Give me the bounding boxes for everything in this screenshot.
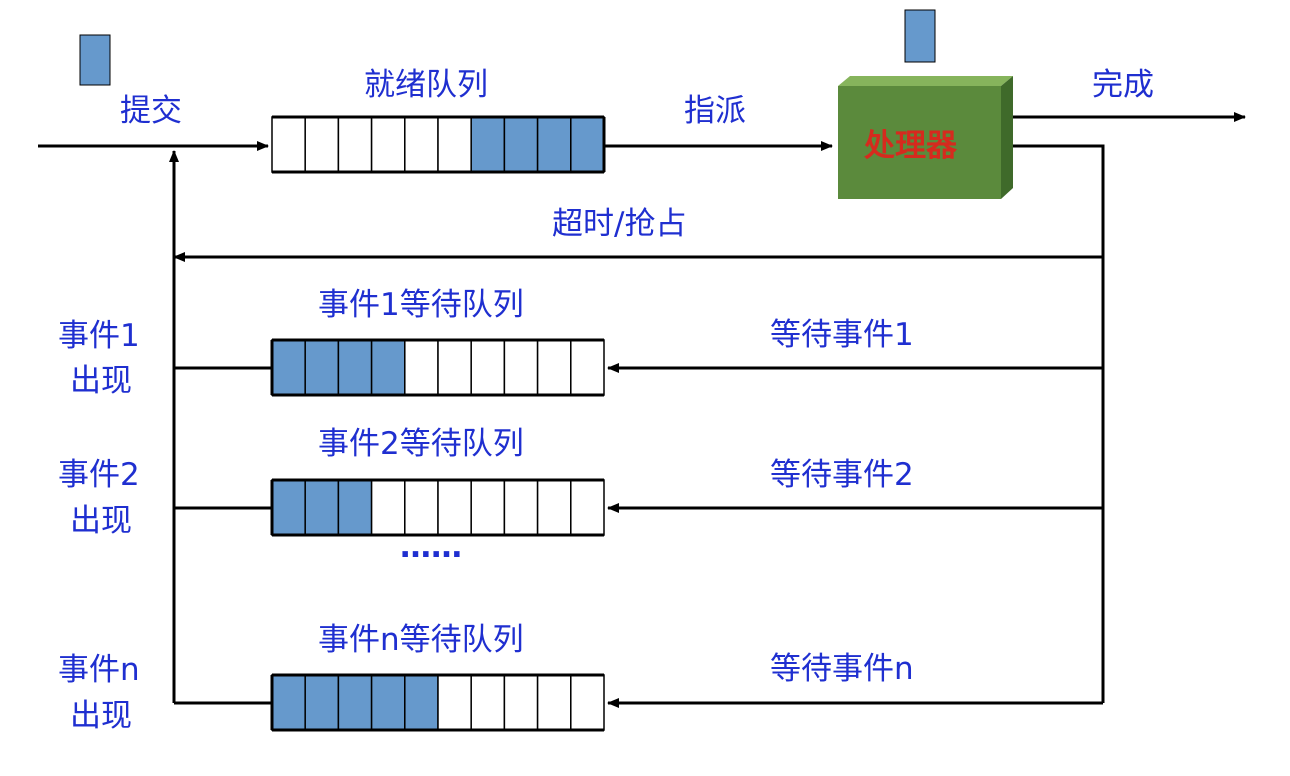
processor-front-face (838, 86, 1001, 199)
event-2-wait-queue-cell-filled (304, 479, 340, 536)
processor-label: 处理器 (864, 128, 957, 164)
event-n-wait-queue (270, 673, 605, 732)
wait-event-2-label: 等待事件2 (770, 457, 914, 493)
ready-queue-cell-filled (536, 116, 572, 173)
timeout-preempt-label: 超时/抢占 (552, 206, 687, 242)
ready-queue-cell-empty (370, 116, 406, 173)
wait-event-n-label: 等待事件n (770, 651, 914, 687)
ready-queue-title: 就绪队列 (364, 67, 488, 103)
ready-queue-cell-empty (437, 116, 472, 173)
ready-queue-cell-filled (570, 116, 605, 173)
submit-label: 提交 (120, 93, 182, 129)
event-2-occurred-line2: 出现 (70, 503, 132, 539)
event-n-wait-queue-cell-filled (337, 674, 373, 731)
event-2-wait-queue (270, 478, 605, 537)
ready-queue-cell-empty (271, 116, 306, 173)
event-2-wait-queue-cell-filled (337, 479, 373, 536)
event-1-wait-queue-cell-empty (470, 339, 506, 396)
event-1-wait-queue-cell-filled (337, 339, 373, 396)
running-process-block (904, 9, 936, 63)
ready-queue-cell-filled (503, 116, 539, 173)
ready-queue-cell-empty (337, 116, 373, 173)
event-1-wait-queue-cell-filled (370, 339, 406, 396)
event-n-wait-queue-cell-filled (370, 674, 406, 731)
processor-output-line (1013, 144, 1105, 703)
event-1-wait-queue-cell-empty (536, 339, 572, 396)
event-n-wait-queue-cell-empty (570, 674, 605, 731)
event-1-wait-queue-cell-empty (570, 339, 605, 396)
event-2-wait-queue-cell-empty (437, 479, 472, 536)
ellipsis: …… (400, 529, 462, 565)
event-n-occurred-line1: 事件n (58, 652, 140, 688)
event-2-wait-queue-cell-filled (271, 479, 306, 536)
event-2-wait-queue-cell-empty (536, 479, 572, 536)
dispatch-label: 指派 (684, 93, 746, 129)
ready-queue-cell-filled (470, 116, 506, 173)
processor-top-face (838, 76, 1013, 86)
event-1-wait-queue-cell-filled (271, 339, 306, 396)
event-n-wait-queue-cell-filled (304, 674, 340, 731)
event-n-wait-queue-cell-filled (271, 674, 306, 731)
event-n-wait-queue-cell-filled (404, 674, 439, 731)
event-1-wait-queue-cell-empty (503, 339, 539, 396)
event-1-wait-queue (270, 338, 605, 397)
submitted-process-block (79, 34, 111, 86)
event-n-queue-title: 事件n等待队列 (318, 622, 524, 658)
wait-event-1-label: 等待事件1 (770, 317, 914, 353)
event-1-wait-queue-cell-empty (437, 339, 472, 396)
event-2-wait-queue-cell-empty (570, 479, 605, 536)
event-2-queue-title: 事件2等待队列 (318, 426, 524, 462)
processor-side-face (1001, 76, 1013, 199)
event-1-queue-title: 事件1等待队列 (318, 287, 524, 323)
event-n-wait-queue-cell-empty (536, 674, 572, 731)
event-n-occurred-line2: 出现 (70, 698, 132, 734)
event-n-wait-queue-cell-empty (470, 674, 506, 731)
event-2-wait-queue-cell-empty (370, 479, 406, 536)
event-2-wait-queue-cell-empty (503, 479, 539, 536)
event-2-occurred-line1: 事件2 (58, 457, 140, 493)
event-2-wait-queue-cell-empty (470, 479, 506, 536)
ready-queue-cell-empty (304, 116, 340, 173)
event-2-wait-queue-cell-empty (404, 479, 439, 536)
ready-queue (271, 115, 606, 174)
event-1-wait-queue-cell-filled (304, 339, 340, 396)
event-1-occurred-line2: 出现 (70, 363, 132, 399)
complete-label: 完成 (1092, 67, 1154, 103)
event-n-wait-queue-cell-empty (503, 674, 539, 731)
event-1-occurred-line1: 事件1 (58, 318, 140, 354)
processor-box (838, 76, 1013, 199)
ready-queue-cell-empty (404, 116, 439, 173)
event-n-wait-queue-cell-empty (437, 674, 472, 731)
event-1-wait-queue-cell-empty (404, 339, 439, 396)
